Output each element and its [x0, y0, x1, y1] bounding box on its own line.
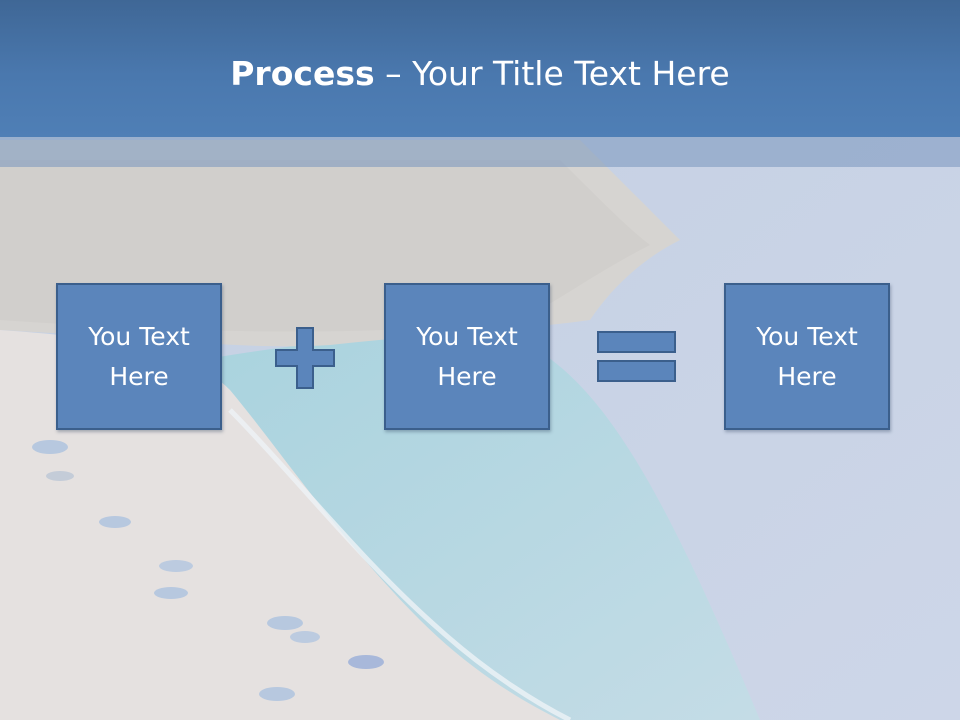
equals-icon: [597, 331, 677, 387]
step-box-label: You Text Here: [416, 321, 518, 391]
title-bold-part: Process: [230, 54, 375, 93]
plus-icon: [275, 327, 335, 393]
step-box-1[interactable]: You Text Here: [56, 283, 222, 430]
step-box-label: You Text Here: [756, 321, 858, 391]
title-bar: [0, 0, 960, 137]
title-underlay: [0, 137, 960, 167]
slide-title[interactable]: Process – Your Title Text Here: [0, 52, 960, 96]
step-box-label: You Text Here: [88, 321, 190, 391]
step-box-2[interactable]: You Text Here: [384, 283, 550, 430]
title-rest-part: – Your Title Text Here: [374, 54, 730, 93]
step-box-3[interactable]: You Text Here: [724, 283, 890, 430]
